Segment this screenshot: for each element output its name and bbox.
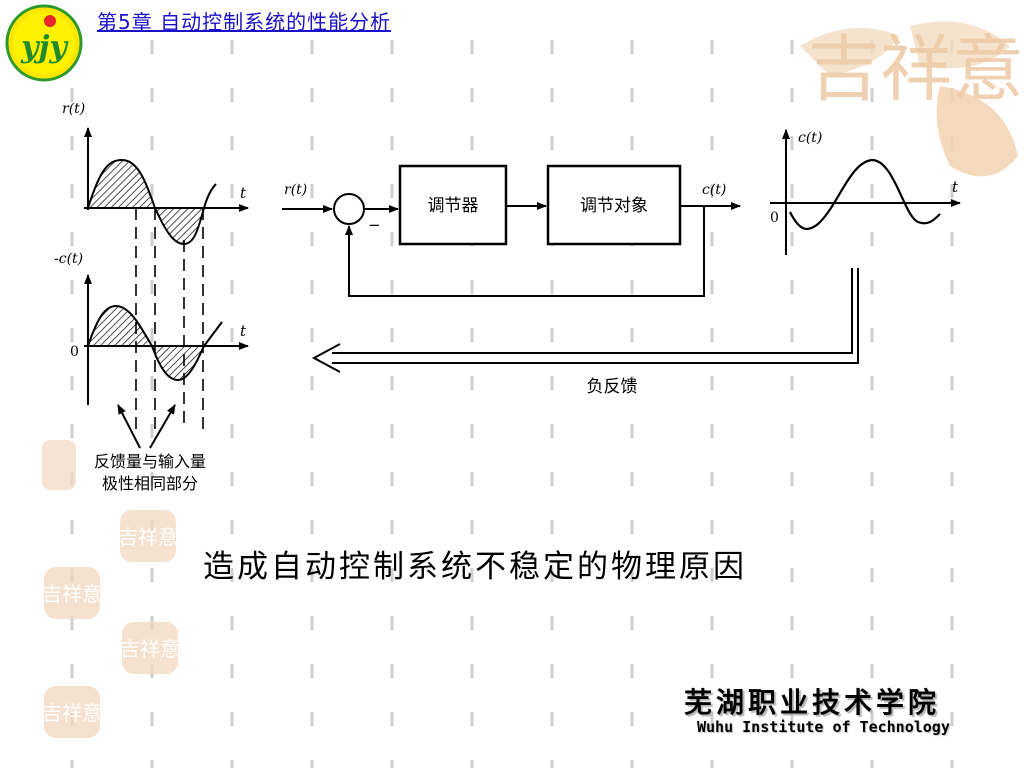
plot-origin-label: 0 [70,344,79,360]
hatched-negative-lobe [153,207,206,246]
seal-text-small: 吉祥意 [42,582,102,606]
feedback-path [345,206,705,297]
school-name-chinese: 芜湖职业技术学院 [684,686,941,719]
seal-small-decoration: 吉祥意 [120,622,180,674]
plot-ylabel: r(t) [62,101,85,117]
negative-feedback-arrow: 负反馈 [311,268,859,397]
output-signal-label: c(t) [702,182,726,198]
annotation-line-2: 极性相同部分 [102,474,198,493]
seal-text-small: 吉祥意 [118,525,178,549]
alignment-guides [135,208,204,430]
seal-large-decoration: 吉祥意 [800,21,1022,177]
plant-block [546,164,682,246]
hatched-negative-lobe [150,345,206,382]
seal-text-small: 吉祥意 [42,701,102,725]
input-signal-plot: r(t) t [62,101,249,246]
annotation-arrows [117,404,176,449]
oscillating-output-curve [789,158,941,231]
block-diagram: r(t) − 调节器 调节对象 c(t) [282,164,741,297]
college-logo: yjy [5,4,83,82]
plot-xlabel: t [240,184,247,202]
input-sine-continuation [203,183,217,209]
seal-text-large: 吉祥意 [808,27,1022,111]
plot-ylabel: -c(t) [54,251,83,267]
plot-origin-label: 0 [770,210,779,226]
input-signal-label: r(t) [284,182,307,198]
plant-label: 调节对象 [580,196,648,216]
plot-xlabel: t [240,322,247,340]
seal-small-decoration [42,440,76,490]
school-name-english: Wuhu Institute of Technology [697,718,950,736]
hatched-positive-lobe [86,158,157,209]
output-signal-plot: c(t) t 0 [770,129,961,255]
feedback-signal-plot: -c(t) t 0 [54,251,249,405]
seal-small-decoration: 吉祥意 [42,686,102,738]
chapter-title-link[interactable]: 第5章 自动控制系统的性能分析 [97,10,392,34]
controller-block [398,164,508,246]
slide-caption: 造成自动控制系统不稳定的物理原因 [203,549,747,585]
seal-text-small: 吉祥意 [120,637,180,661]
plot-ylabel: c(t) [798,130,822,146]
plot-xlabel: t [952,178,959,196]
feedback-label: 负反馈 [587,377,638,397]
controller-label: 调节器 [428,196,479,216]
annotation-line-1: 反馈量与输入量 [94,452,206,471]
feedback-sine-continuation [203,321,223,347]
seal-small-decoration: 吉祥意 [118,510,178,562]
minus-sign: − [368,216,381,234]
summing-junction [333,193,365,225]
logo-text: yjy [20,30,69,65]
seal-small-decoration: 吉祥意 [42,567,102,619]
hatched-positive-lobe [86,304,154,347]
